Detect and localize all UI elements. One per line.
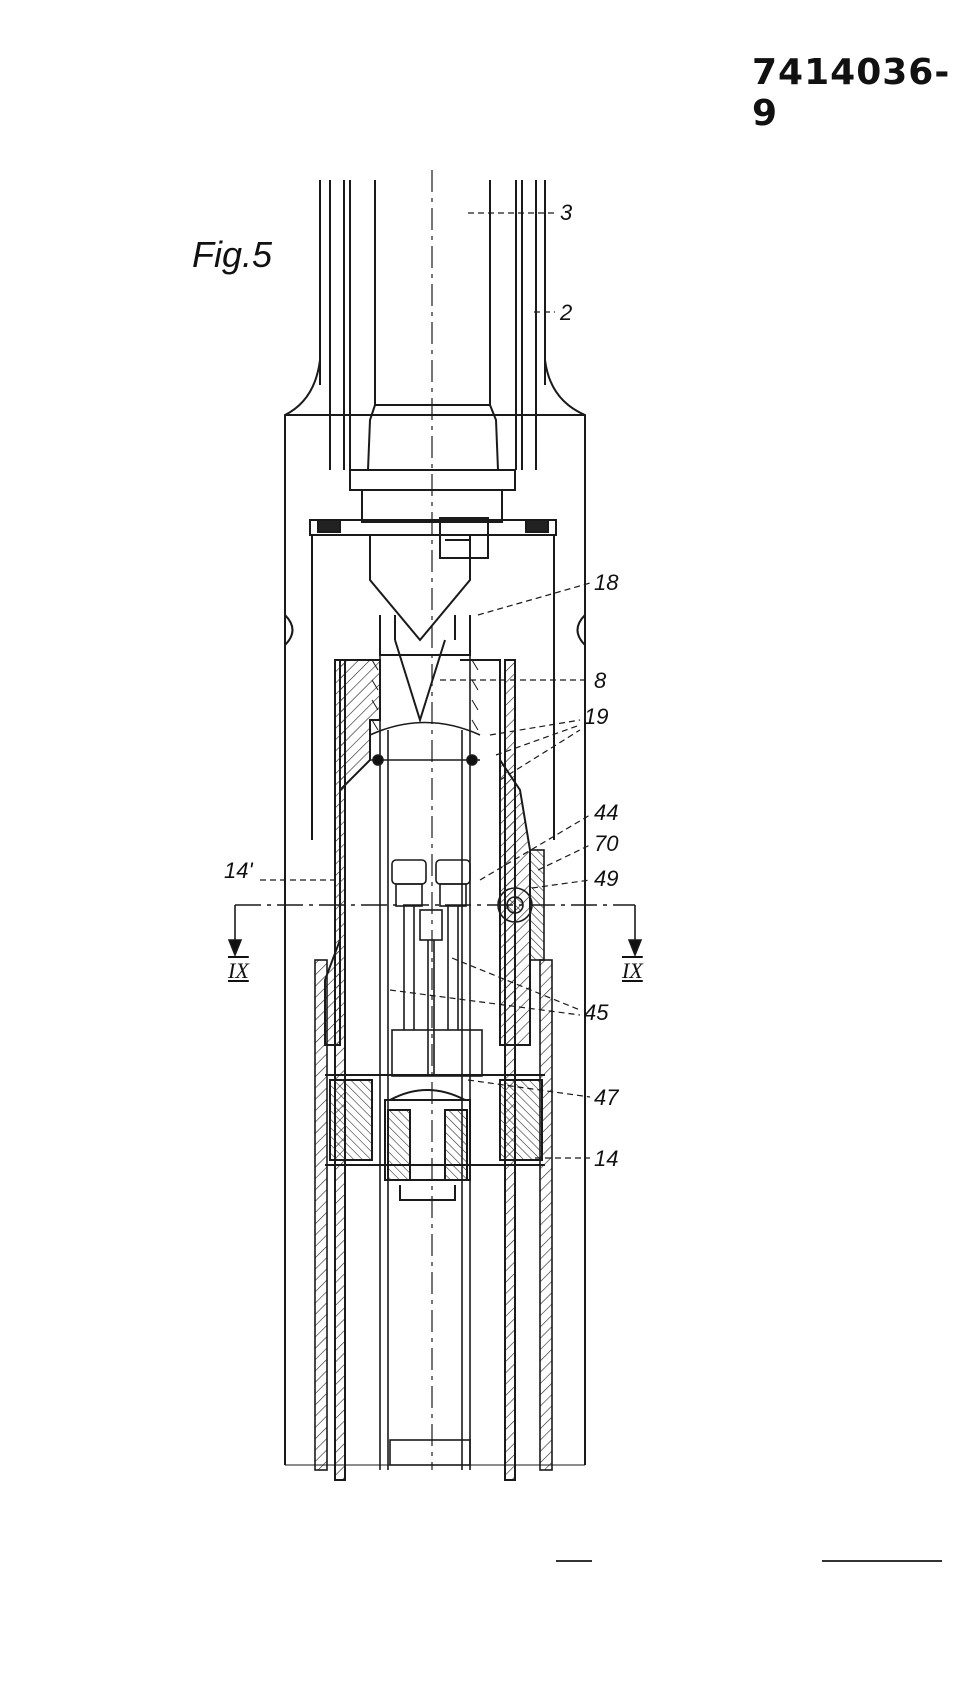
figure-label: Fig.5 [192,234,273,275]
ref-49: 49 [594,866,619,891]
ref-45: 45 [584,1000,609,1025]
ref-18: 18 [594,570,619,595]
section-line-ix [227,904,643,958]
ref-14-prime: 14' [224,858,253,883]
ref-44: 44 [594,800,619,825]
section-mark-left: IX [228,958,249,983]
hatched-sleeve-left [324,659,381,1481]
inner-tube [369,640,481,1470]
ref-8: 8 [594,668,607,693]
section-mark-right: IX [622,958,643,983]
scan-mark-right [822,1560,942,1562]
lower-walls [285,959,585,1471]
ref-2: 2 [560,300,573,325]
ref-19: 19 [584,704,609,729]
ref-47: 47 [594,1085,619,1110]
ref-14: 14 [594,1146,619,1171]
scan-mark [556,1560,592,1562]
plug-assembly [325,1074,545,1201]
outer-housing [284,180,586,1465]
ref-3: 3 [560,200,573,225]
valve-stems [391,859,483,1077]
leader-lines [260,212,591,1159]
document-number: 7414036-9 [752,52,951,134]
ref-70: 70 [594,831,619,856]
